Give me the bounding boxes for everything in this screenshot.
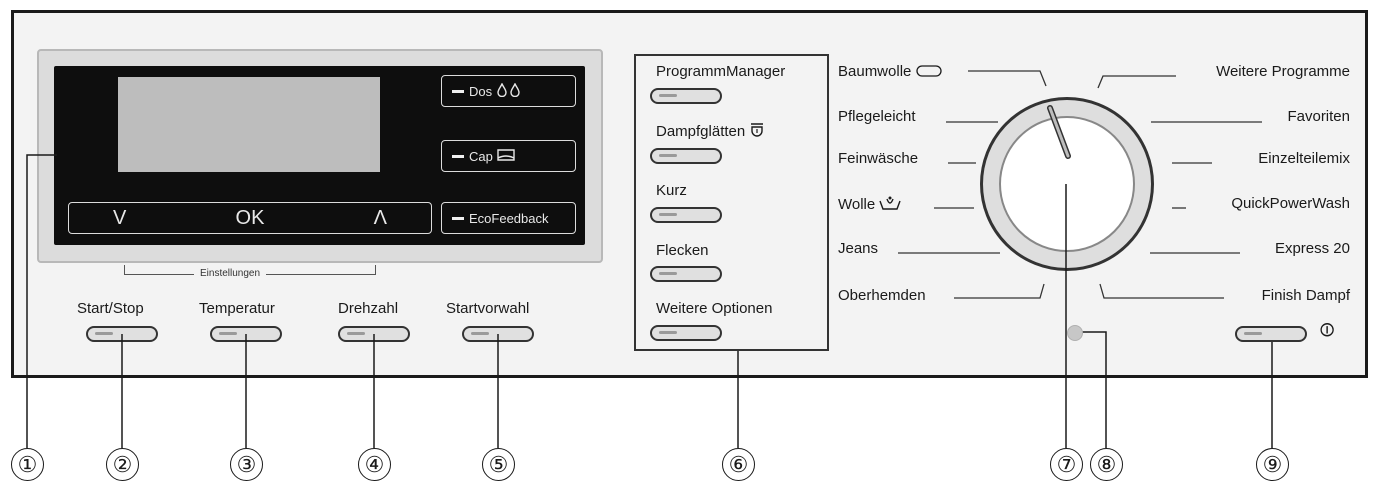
program-feinwaesche-label: Feinwäsche	[838, 150, 919, 167]
cap-label: Cap	[469, 148, 493, 164]
program-favoriten-label: Favoriten	[1287, 108, 1350, 125]
indicator-light	[1067, 325, 1083, 341]
dos-button[interactable]: Dos	[441, 75, 576, 107]
callout-2: ②	[106, 448, 139, 481]
steam-icon	[749, 123, 765, 140]
delay-start-label: Startvorwahl	[446, 300, 530, 317]
callout-line-1	[26, 154, 57, 448]
program-selector-dial-face	[999, 116, 1135, 252]
settings-nav-bar: V OK Λ	[68, 202, 432, 234]
program-baumwolle-text: Baumwolle	[838, 63, 912, 80]
drops-icon	[496, 81, 522, 100]
option-dampfglaetten-text: Dampfglätten	[656, 123, 746, 140]
program-wolle-label: Wolle	[838, 195, 902, 213]
temperature-label: Temperatur	[199, 300, 275, 317]
lcd-text-area	[118, 77, 380, 172]
ecofeedback-button[interactable]: EcoFeedback	[441, 202, 576, 234]
program-oberhemden-label: Oberhemden	[838, 287, 926, 304]
leader-baumwolle	[968, 70, 1047, 87]
power-icon: ⏼	[1320, 320, 1335, 340]
program-jeans-label: Jeans	[838, 240, 879, 257]
option-kurz-button[interactable]	[650, 207, 722, 223]
program-express-20-label: Express 20	[1274, 240, 1350, 257]
option-weitere-optionen-button[interactable]	[650, 325, 722, 341]
program-weitere-programme-label: Weitere Programme	[1216, 63, 1350, 80]
start-stop-label: Start/Stop	[77, 300, 144, 317]
option-kurz-label: Kurz	[656, 182, 687, 199]
callout-8: ⑧	[1090, 448, 1123, 481]
leader-finish-dampf	[1099, 283, 1224, 299]
callout-3: ③	[230, 448, 263, 481]
capsule-icon	[497, 148, 515, 165]
dial-pointer	[1048, 106, 1070, 158]
program-einzelteilemix-label: Einzelteilemix	[1258, 150, 1350, 167]
callout-5: ⑤	[482, 448, 515, 481]
callout-6: ⑥	[722, 448, 755, 481]
leader-oberhemden	[954, 283, 1045, 299]
program-finish-dampf-label: Finish Dampf	[1261, 287, 1350, 304]
program-pflegeleicht-label: Pflegeleicht	[838, 108, 916, 125]
option-flecken-label: Flecken	[656, 242, 709, 259]
indicator-dash	[452, 216, 464, 220]
nav-down-button[interactable]: V	[113, 206, 127, 229]
nav-up-button[interactable]: Λ	[373, 206, 387, 229]
power-button[interactable]	[1235, 326, 1307, 342]
indicator-dash	[452, 89, 464, 93]
callout-1: ①	[11, 448, 44, 481]
dos-label: Dos	[469, 83, 493, 99]
settings-label: Einstellungen	[194, 268, 267, 279]
ecofeedback-label: EcoFeedback	[469, 210, 549, 226]
program-baumwolle-label: Baumwolle	[838, 63, 942, 80]
callout-4: ④	[358, 448, 391, 481]
option-programmmanager-label: ProgrammManager	[656, 63, 786, 80]
indicator-dash	[452, 154, 464, 158]
option-weitere-optionen-label: Weitere Optionen	[656, 300, 773, 317]
callout-7: ⑦	[1050, 448, 1083, 481]
cotton-icon	[915, 63, 942, 80]
callout-line-8	[1081, 331, 1107, 448]
option-dampfglaetten-button[interactable]	[650, 148, 722, 164]
wool-icon	[879, 196, 902, 213]
option-programmmanager-button[interactable]	[650, 88, 722, 104]
nav-ok-button[interactable]: OK	[235, 206, 265, 229]
option-dampfglaetten-label: Dampfglätten	[656, 122, 765, 140]
program-wolle-text: Wolle	[838, 196, 876, 213]
spin-speed-label: Drehzahl	[338, 300, 399, 317]
callout-9: ⑨	[1256, 448, 1289, 481]
program-quickpowerwash-label: QuickPowerWash	[1231, 195, 1350, 212]
cap-button[interactable]: Cap	[441, 140, 576, 172]
leader-weitere-programme	[1097, 75, 1176, 89]
option-flecken-button[interactable]	[650, 266, 722, 282]
